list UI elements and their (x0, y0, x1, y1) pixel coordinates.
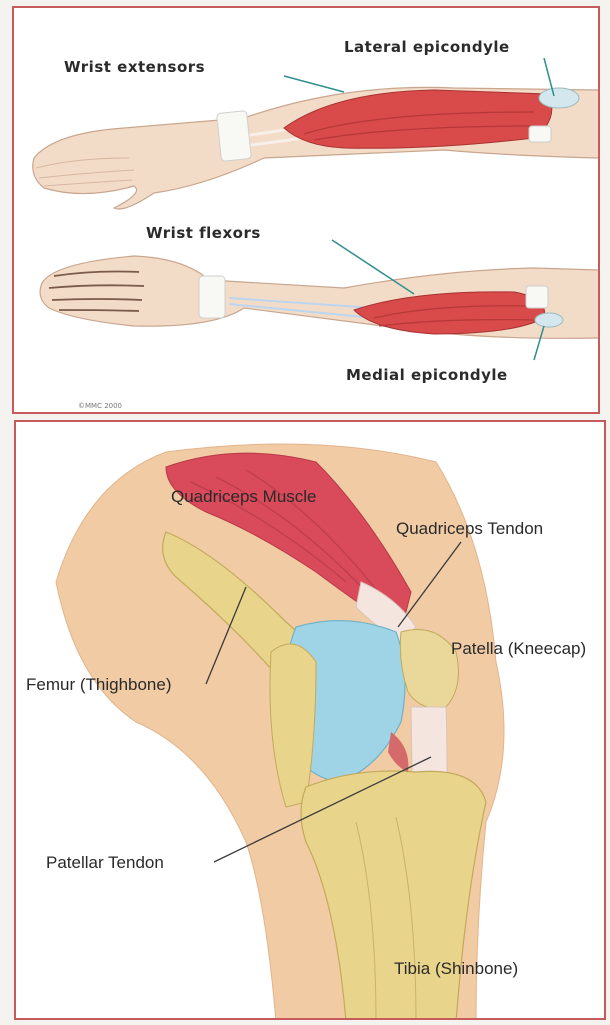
knee-illustration: Quadriceps Muscle Quadriceps Tendon Femu… (16, 422, 606, 1020)
forearm-illustration: Wrist extensors Lateral epicondyle Wrist… (14, 8, 600, 414)
knee-diagram-panel: Quadriceps Muscle Quadriceps Tendon Femu… (14, 420, 606, 1020)
label-lateral-epicondyle: Lateral epicondyle (344, 38, 510, 56)
label-quadriceps-tendon: Quadriceps Tendon (396, 519, 543, 538)
leader-wrist-extensors (284, 76, 344, 92)
arm-diagram-panel: Wrist extensors Lateral epicondyle Wrist… (12, 6, 600, 414)
label-patellar-tendon: Patellar Tendon (46, 853, 164, 872)
label-wrist-flexors: Wrist flexors (146, 224, 261, 242)
lower-forearm (40, 256, 599, 338)
label-wrist-extensors: Wrist extensors (64, 58, 205, 76)
upper-forearm (33, 87, 599, 209)
label-medial-epicondyle: Medial epicondyle (346, 366, 508, 384)
copyright-note: ©MMC 2000 (78, 402, 122, 410)
label-patella: Patella (Kneecap) (451, 639, 586, 658)
label-femur: Femur (Thighbone) (26, 675, 172, 694)
label-quadriceps-muscle: Quadriceps Muscle (171, 487, 317, 506)
label-tibia: Tibia (Shinbone) (394, 959, 518, 978)
